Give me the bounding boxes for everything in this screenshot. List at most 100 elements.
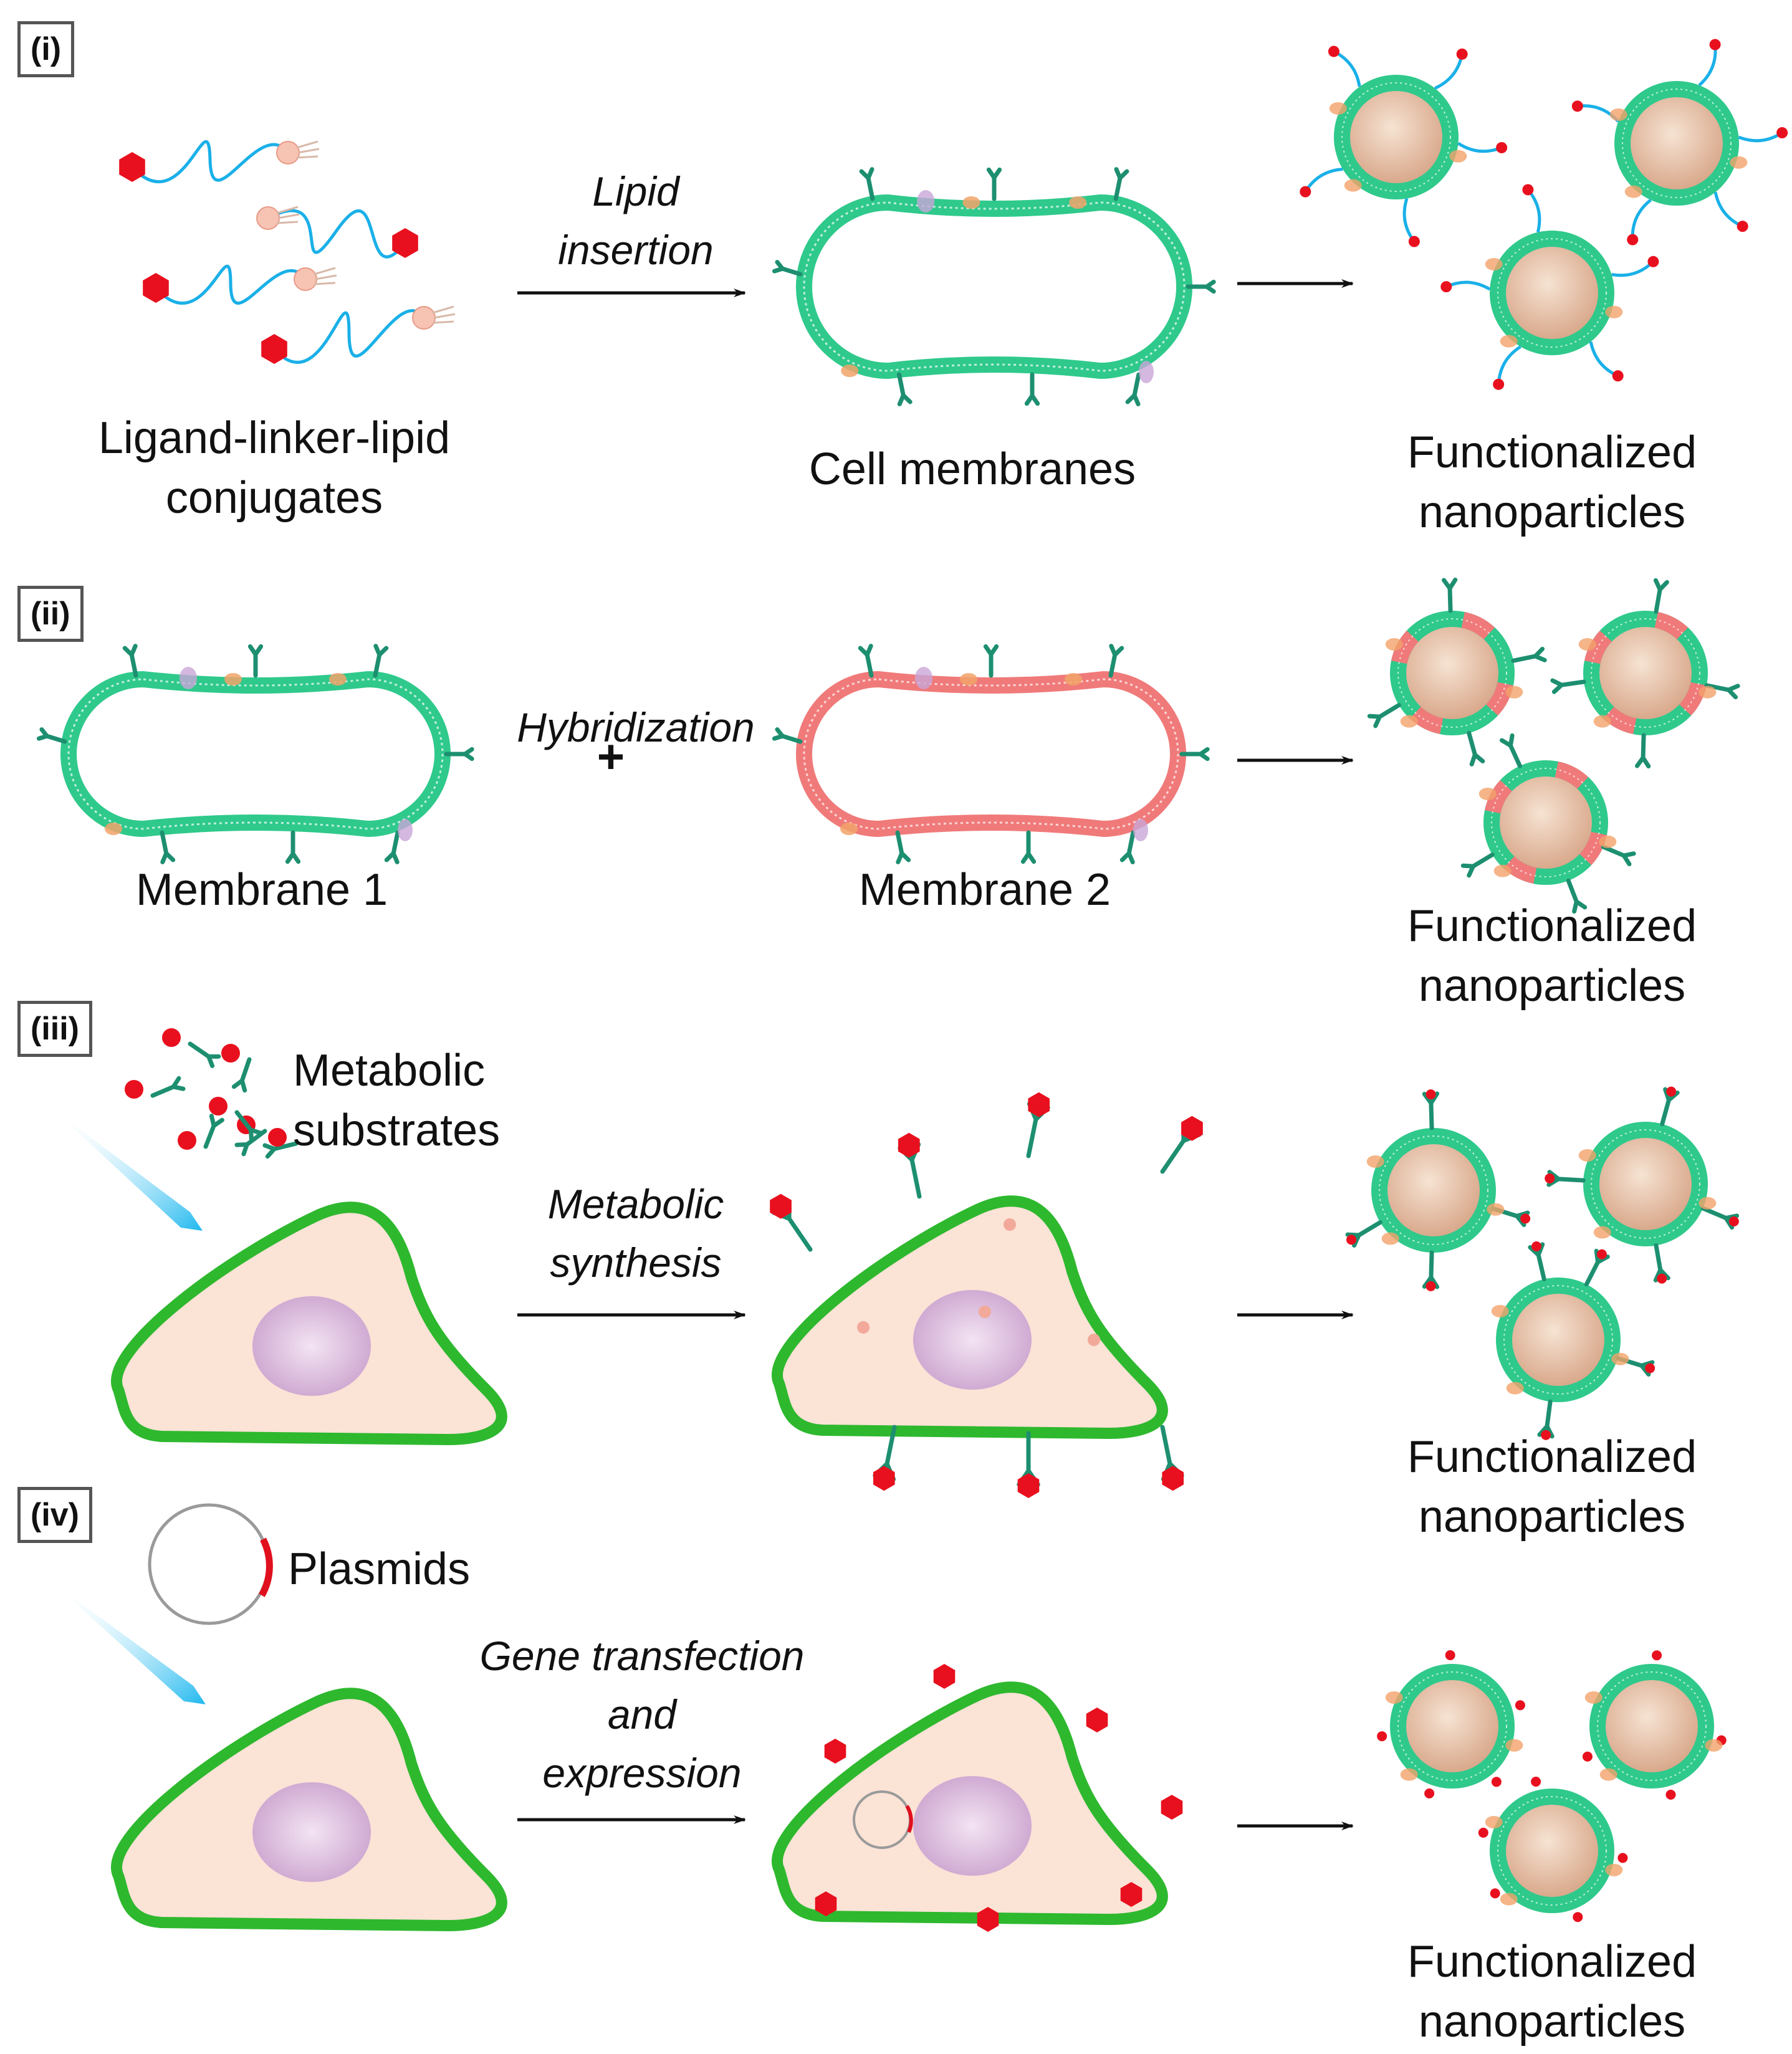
receptor-branch (897, 393, 906, 406)
membrane-protein-orange (841, 365, 859, 377)
membrane-protein-orange (1344, 179, 1362, 192)
membrane-lipid-pattern (1591, 618, 1700, 728)
receptor-stem (1536, 1253, 1546, 1282)
receptor-stem (1132, 372, 1141, 398)
nanoparticle-iv-2 (1582, 1650, 1727, 1800)
membrane-receptor (285, 830, 301, 864)
ligand-dot (1666, 1086, 1677, 1097)
nanoparticle-core (1406, 1680, 1498, 1772)
receptor-branch (1367, 714, 1382, 719)
nanoparticle-core (1506, 1805, 1598, 1897)
membrane-protein-orange (1500, 1893, 1518, 1906)
gene-transfection-label-line-2: and (607, 1691, 677, 1737)
receptor-stem (780, 266, 803, 277)
membrane-protein-orange (1599, 835, 1617, 848)
linker-chain (1445, 280, 1491, 291)
plasmid-ring (148, 1503, 270, 1625)
hybrid-membrane-segment (1654, 611, 1689, 639)
receptor-branch (253, 644, 264, 657)
receptor-stem (272, 1141, 299, 1152)
plus-symbol: + (597, 730, 625, 783)
receptor-branch (1118, 169, 1129, 181)
membrane-protein-orange (1705, 1739, 1723, 1752)
ligand-dot (1425, 1281, 1436, 1291)
surface-receptor (1653, 1243, 1670, 1283)
receptor-branch (1198, 752, 1210, 762)
receptor-stem (1511, 654, 1538, 663)
conjugate (261, 305, 456, 364)
receptor-stem (1545, 1399, 1553, 1429)
expressed-ligand (933, 1664, 956, 1689)
gene-transfection-label: Gene transfection and expression (436, 1626, 848, 1802)
ligand-hexagon (261, 334, 287, 364)
receptor-stem (865, 652, 874, 678)
surface-receptor (1566, 878, 1588, 914)
membrane-lipid-pattern (1597, 1671, 1707, 1781)
hybrid-membrane-segment (1484, 780, 1512, 814)
cell-nucleus (252, 1782, 371, 1882)
receptor-branch (1125, 393, 1137, 404)
receptor-branch (1113, 646, 1124, 657)
lipid-insertion-label-line-2: insertion (558, 227, 714, 273)
expressed-ligand (815, 1891, 837, 1916)
receptor-branch (206, 1054, 215, 1068)
cell-nucleus (913, 1290, 1032, 1390)
surface-receptor (1528, 1242, 1546, 1282)
membrane-protein-orange (1505, 1739, 1523, 1752)
receptor-stem (1160, 1425, 1172, 1466)
ligand-dot (1652, 1650, 1662, 1661)
intracellular-substrate (1004, 1218, 1016, 1231)
receptor-branch (1515, 1213, 1526, 1227)
membrane-receptor (1186, 279, 1216, 294)
membrane-proteins (36, 644, 474, 864)
nanoparticle-iv-3 (1478, 1776, 1628, 1923)
nanoparticle-iv-1 (1377, 1650, 1525, 1798)
result-label-i-line-2: nanoparticles (1418, 487, 1686, 537)
receptor-stem (129, 652, 138, 678)
receptor-stem (150, 1084, 176, 1098)
cell-membrane-capsule-i (772, 167, 1216, 406)
membrane-protein-orange (1699, 1197, 1717, 1210)
membrane-protein-orange (1593, 715, 1611, 728)
receptor-branch (129, 644, 138, 657)
receptor-stem (1377, 703, 1401, 719)
membrane-protein-purple (915, 667, 932, 689)
receptor-branch (1469, 752, 1477, 767)
surface-receptor (1584, 1248, 1610, 1287)
nanoparticle-iii-2 (1545, 1086, 1740, 1284)
linker-chain (1698, 44, 1717, 87)
membrane-protein-orange (1366, 1155, 1384, 1168)
membrane-1-capsule (36, 644, 474, 864)
functionalized-nanoparticles-label-i: Functionalized nanoparticles (1359, 423, 1745, 542)
membrane-lipid-pattern (803, 201, 1186, 372)
membrane-receptor (772, 727, 803, 744)
receptor-stem (866, 176, 875, 201)
surface-receptor (1537, 1399, 1555, 1439)
membrane-receptor (986, 167, 1002, 201)
membrane-receptor (897, 372, 913, 406)
membrane-receptor (1179, 747, 1210, 762)
metabolic-substrates (125, 1028, 299, 1159)
surface-receptor (1634, 733, 1651, 769)
membrane-receptor (1113, 167, 1129, 201)
substrate-receptor (188, 1041, 221, 1068)
ligand-dot (1647, 256, 1659, 267)
result-label-iv-line-2: nanoparticles (1418, 1997, 1686, 2047)
linker-chain (1589, 341, 1619, 378)
nanoparticle-core (1387, 1144, 1480, 1236)
receptor-stem (1559, 679, 1586, 687)
receptor-stem (909, 1157, 922, 1199)
conjugate (119, 140, 320, 184)
membrane-2-label: Membrane 2 (798, 860, 1172, 920)
receptor-branch (1447, 577, 1458, 591)
hybrid-membrane-segment (1603, 707, 1637, 735)
ligand-dot (1665, 1789, 1676, 1800)
ligand-hexagon (770, 1193, 792, 1219)
gene-transfection-label-line-3: expression (542, 1750, 742, 1796)
plasmid-input-arrow (53, 1583, 206, 1704)
substrate-ligand (221, 1044, 240, 1063)
membrane-protein-orange (1730, 156, 1748, 169)
surface-receptor (1500, 733, 1522, 768)
receptor-branch (1537, 1424, 1550, 1437)
membrane-protein-orange (105, 823, 122, 835)
